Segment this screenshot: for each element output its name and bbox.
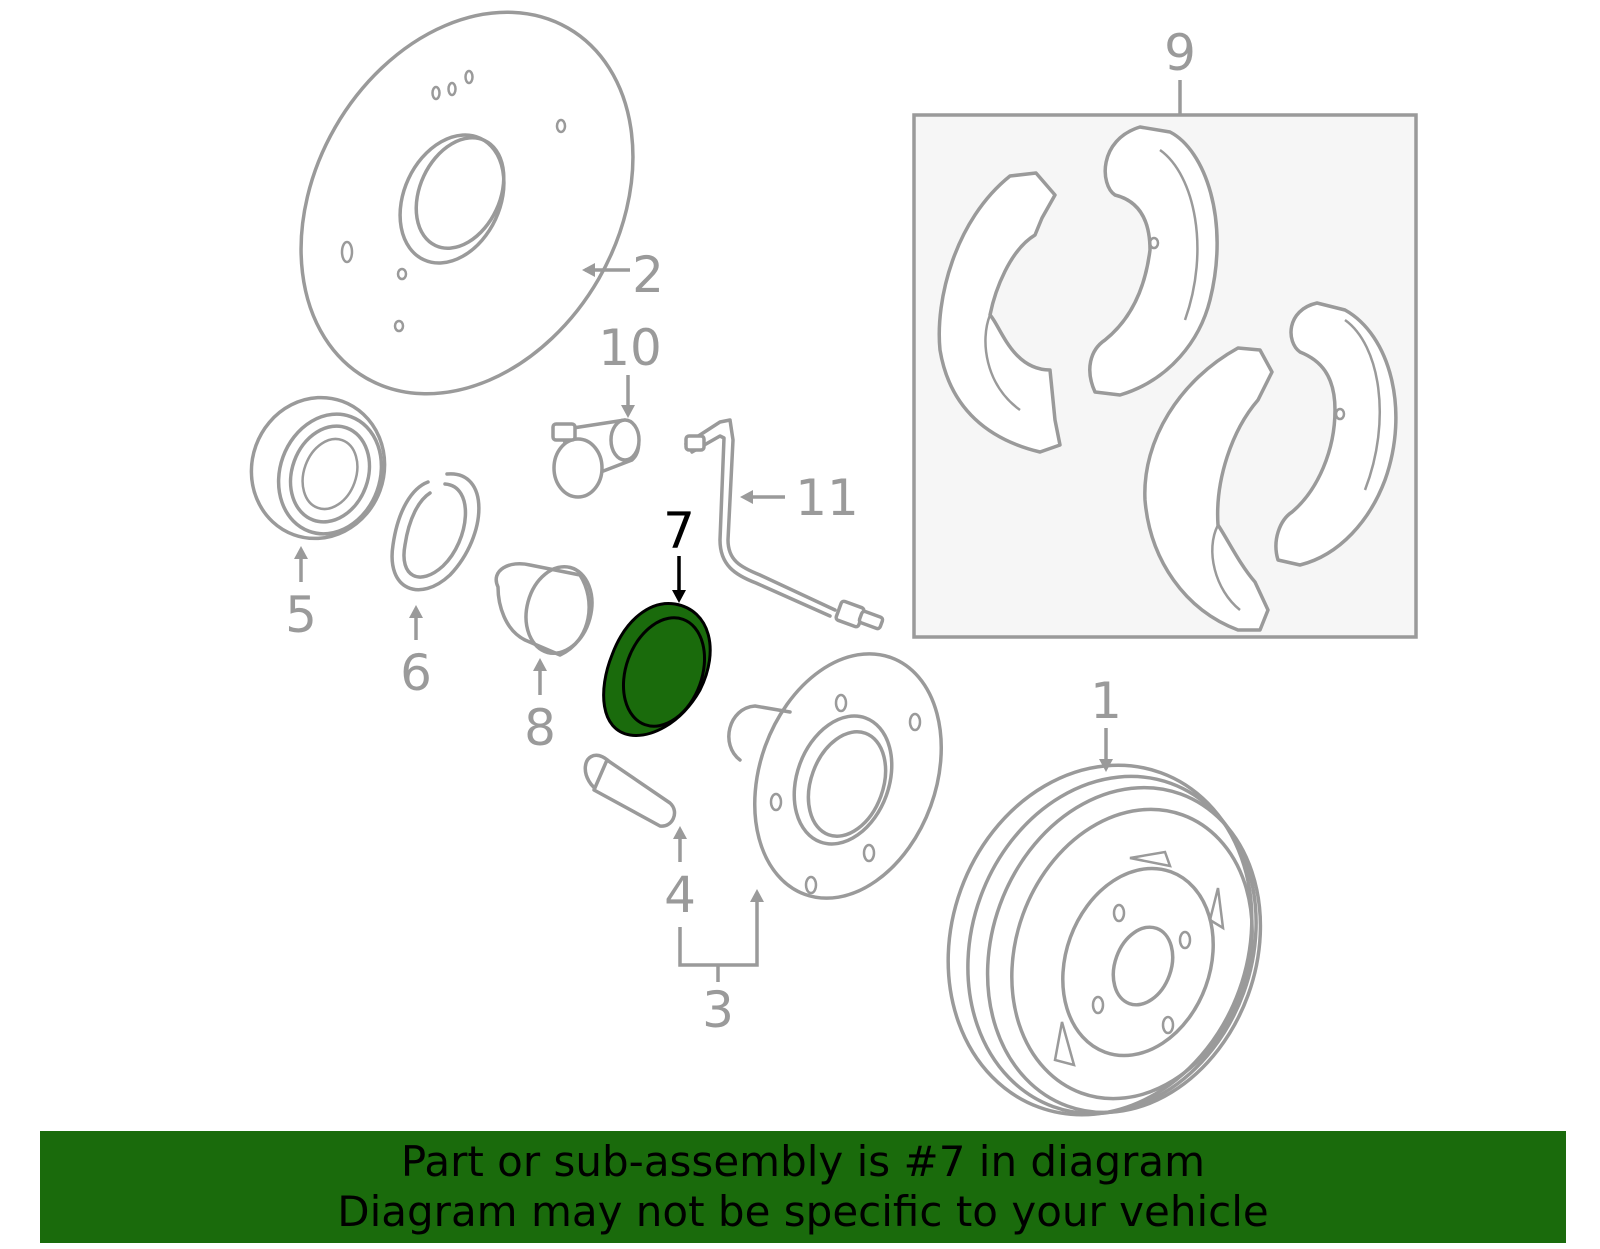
- part-4-wheel-stud: [583, 753, 677, 828]
- callout-7: 7: [663, 502, 695, 560]
- part-9-brake-shoe-set: [912, 113, 1418, 639]
- callout-10: 10: [598, 319, 662, 377]
- part-10-wheel-cylinder: [551, 418, 641, 499]
- callout-8: 8: [524, 699, 556, 757]
- info-banner: Part or sub-assembly is #7 in diagram Di…: [40, 1131, 1566, 1243]
- part-1-brake-drum: [946, 763, 1263, 1117]
- part-11-brake-line: [684, 418, 885, 631]
- callout-1: 1: [1090, 672, 1122, 730]
- banner-line-1: Part or sub-assembly is #7 in diagram: [400, 1137, 1206, 1186]
- callout-6: 6: [400, 644, 432, 702]
- part-8-dust-cap: [494, 562, 594, 657]
- banner-line-2: Diagram may not be specific to your vehi…: [337, 1187, 1269, 1236]
- part-5-wheel-bearing: [249, 395, 387, 541]
- callout-11: 11: [795, 469, 859, 527]
- callout-9: 9: [1164, 24, 1196, 82]
- part-7-abs-tone-ring: [602, 602, 712, 737]
- part-2-backing-plate: [299, 10, 635, 396]
- callout-3: 3: [702, 981, 734, 1039]
- part-6-snap-ring: [390, 472, 481, 592]
- part-3-wheel-hub: [727, 652, 943, 900]
- callout-2: 2: [632, 246, 664, 304]
- callout-5: 5: [285, 586, 317, 644]
- leader-lines: [294, 80, 1182, 982]
- callout-4: 4: [664, 866, 696, 924]
